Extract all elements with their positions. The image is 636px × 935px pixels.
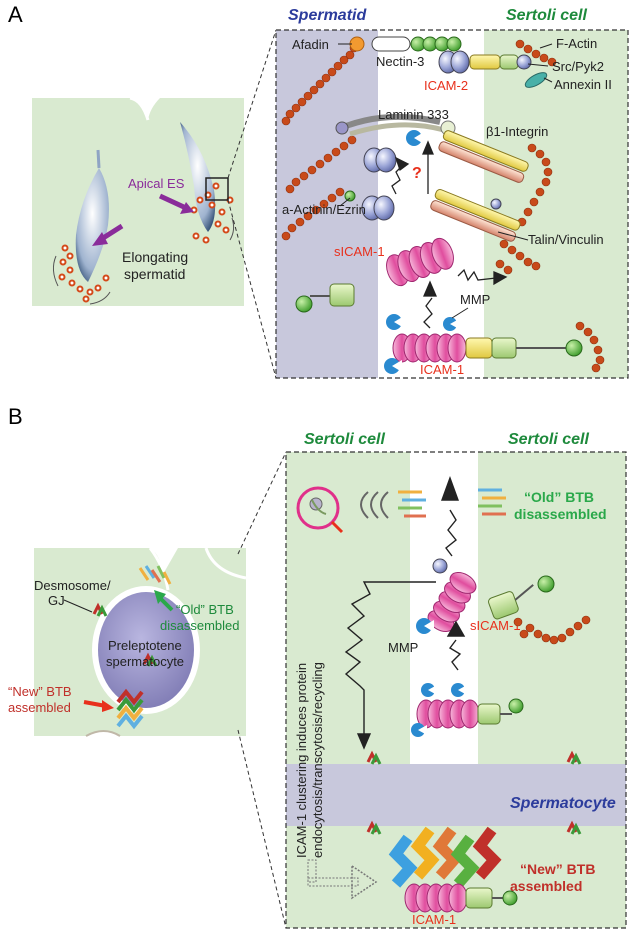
elongating-label-2: spermatid [124,266,185,282]
sicam-b-label: sICAM-1 [470,618,521,633]
panel-a-zoom-lines [227,29,277,379]
sertoli-title-b-right: Sertoli cell [508,431,589,448]
spermatocyte-title: Spermatocyte [510,795,616,812]
spermatid-title: Spermatid [288,7,367,24]
icam1-b-mid-molecule [411,683,524,737]
old-btb-left-2: disassembled [160,618,240,633]
sicam-a-molecule [386,237,454,287]
panel-b-letter: B [8,404,23,429]
old-btb-left-1: “Old” BTB [176,602,234,617]
panel-a-tissue [32,96,244,306]
old-btb-right-1: “Old” BTB [524,489,594,505]
panel-b-zoom-lines [237,451,287,929]
sicam-b-molecule [427,558,477,633]
talin-label: Talin/Vinculin [528,232,604,247]
src-label: Src/Pyk2 [552,59,604,74]
sertoli-title-a: Sertoli cell [506,7,587,24]
icam1-b-label: ICAM-1 [412,912,456,927]
old-btb-right-2: disassembled [514,506,607,522]
vertical-caption-1: ICAM-1 clustering induces protein [294,663,309,858]
laminin-integrin-complex [335,113,529,242]
panel-a-letter: A [8,2,23,27]
sicam-a-label: sICAM-1 [334,244,385,259]
preleptotene-label-1: Preleptotene [108,638,182,653]
nectin-complex [349,36,548,88]
icam1-a-molecule [384,280,583,374]
actin-filaments [281,39,605,373]
vertical-caption-2: endocytosis/transcytosis/recycling [310,662,325,858]
icam2-label: ICAM-2 [424,78,468,93]
apical-es-arrows [92,193,194,246]
icam1-b-bottom-molecule [404,883,518,913]
sertoli-ligand-b [488,575,591,645]
new-btb-left-1: “New” BTB [8,684,72,699]
elongating-label-1: Elongating [122,249,188,265]
desmosome-label-2: GJ [48,593,65,608]
mmp-a-label: MMP [460,292,490,307]
question-mark: ? [412,165,422,182]
actinin-label: a-Actinin/Ezrin [282,202,366,217]
panel-b-tissue [34,547,247,737]
hatched-arrow [307,859,378,900]
laminin-label: Laminin 333 [378,107,449,122]
new-btb-arrow-left [83,700,114,712]
new-btb-right-2: assembled [510,878,582,894]
new-btb-right-1: “New” BTB [520,861,595,877]
sertoli-title-b-left: Sertoli cell [304,431,385,448]
nectin-label: Nectin-3 [376,54,424,69]
btb-up-arrow [441,475,459,557]
factin-label: F-Actin [556,36,597,51]
new-btb-left-2: assembled [8,700,71,715]
mmp-b-label: MMP [388,640,418,655]
preleptotene-label-2: spermatocyte [106,654,184,669]
icam1-a-label: ICAM-1 [420,362,464,377]
apical-es-label: Apical ES [128,176,185,191]
endocytic-vesicle [296,486,426,534]
btb-markers [366,750,582,835]
afadin-label: Afadin [292,37,329,52]
sicam-a-arrow [457,268,508,286]
new-btb-chevrons [388,826,502,888]
internalization-arrows [344,581,466,750]
b1-integrin-label: β1-Integrin [486,124,548,139]
annexin-label: Annexin II [554,77,612,92]
panel-a-leader-lines [338,43,553,83]
laminin-arrows [391,140,434,195]
mmp-b-chomper [416,618,434,634]
old-btb-arrow-left [154,590,174,612]
old-btb-right-bars [478,488,506,516]
spermatid-lower-ligand [295,283,355,313]
desmosome-label-1: Desmosome/ [34,578,111,593]
